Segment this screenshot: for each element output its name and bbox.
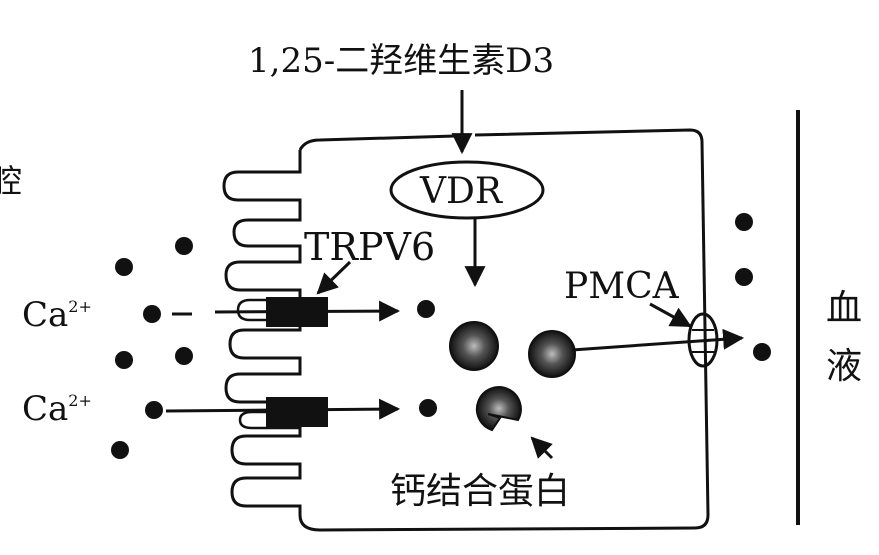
pmca-pointer <box>650 304 690 326</box>
pmca-label: PMCA <box>564 266 680 307</box>
calcium-ion <box>111 441 129 459</box>
calcium-ion <box>175 237 193 255</box>
lumen-label: 腔 <box>0 162 22 200</box>
calcium-ion-blood <box>753 343 771 361</box>
calbindin-pointer <box>532 438 552 458</box>
calbindin-protein <box>529 331 575 377</box>
calbindin-label: 钙结合蛋白 <box>390 471 570 512</box>
calcium-ion <box>145 401 163 419</box>
calcium-ion-intracellular <box>417 300 435 318</box>
trpv6-channel-bottom <box>266 397 328 427</box>
blood-label-line1: 血 <box>826 288 862 329</box>
blood-label-line2: 液 <box>826 346 862 387</box>
calcium-ion <box>143 305 161 323</box>
ca-label-top: Ca2+ <box>22 295 92 335</box>
hormone-label: 1,25-二羟维生素D3 <box>248 41 554 81</box>
calcium-ion-blood <box>735 268 753 286</box>
influx-arrow-bottom <box>166 409 398 411</box>
vdr-label: VDR <box>419 171 503 212</box>
calbindin-protein-bound <box>477 387 521 430</box>
trpv6-label: TRPV6 <box>304 225 435 269</box>
microvilli-brush-border <box>224 150 300 515</box>
calcium-ion <box>115 258 133 276</box>
influx-arrow-top <box>215 311 398 312</box>
ca-symbol: Ca <box>22 389 68 429</box>
ca-charge: 2+ <box>68 297 92 316</box>
calcium-ion <box>115 351 133 369</box>
ca-label-bottom: Ca2+ <box>22 389 92 429</box>
ca-charge: 2+ <box>68 391 92 410</box>
ca-symbol: Ca <box>22 295 68 335</box>
calcium-ion-blood <box>735 213 753 231</box>
calbindin-protein <box>450 322 498 370</box>
calcium-ion-intracellular <box>419 399 437 417</box>
calcium-ion <box>175 347 193 365</box>
